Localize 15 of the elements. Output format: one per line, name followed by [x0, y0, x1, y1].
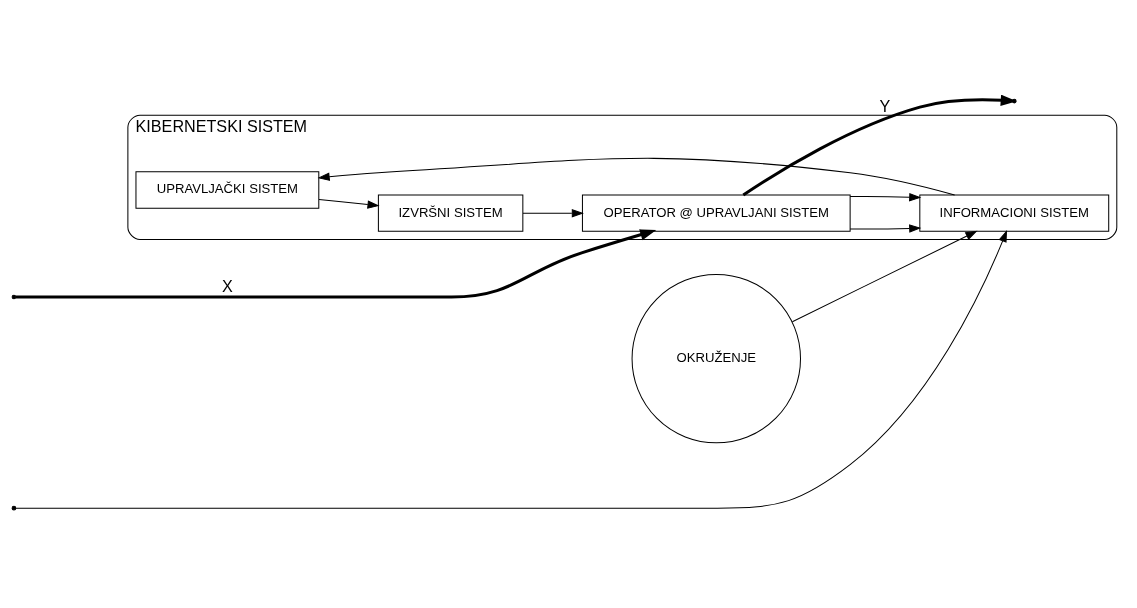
edge-label: X — [221, 276, 233, 295]
arrow — [318, 198, 380, 209]
arrow — [849, 192, 922, 201]
arrow — [522, 208, 584, 217]
node-box: IZVRŠNI SISTEM — [377, 194, 524, 232]
node-box: OPERATOR @ UPRAVLJANI SISTEM — [581, 194, 851, 232]
arrow — [791, 230, 978, 322]
node-box: INFORMACIONI SISTEM — [919, 194, 1110, 232]
arrow — [317, 157, 956, 195]
arrow — [15, 228, 657, 299]
edge-label: Y — [879, 96, 891, 115]
node-circle: OKRUŽENJE — [631, 273, 801, 443]
arrow — [849, 223, 922, 233]
arrow — [15, 229, 1008, 509]
node-box: UPRAVLJAČKI SISTEM — [135, 170, 320, 209]
